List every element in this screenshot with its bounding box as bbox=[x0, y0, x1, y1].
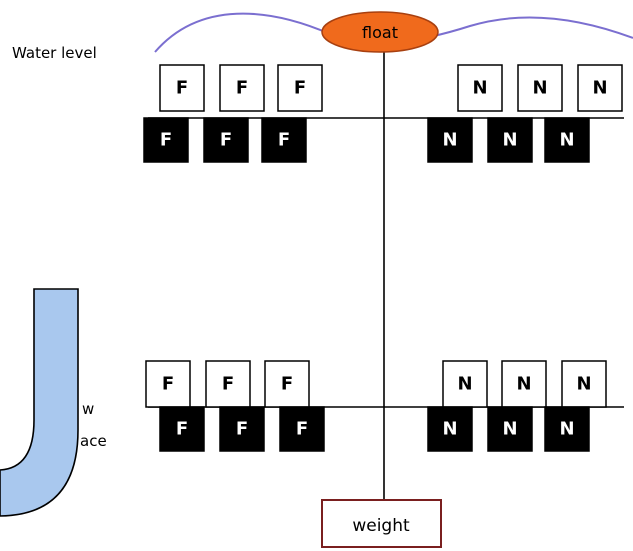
upper-right-top-letter: N bbox=[592, 78, 607, 99]
partial-label-2: ace bbox=[80, 432, 107, 450]
lower-right-bottom-letter: N bbox=[442, 419, 457, 440]
upper-right-top-box bbox=[517, 64, 563, 112]
upper-left-bottom-box bbox=[203, 117, 249, 163]
lower-left-top-letter: F bbox=[281, 374, 293, 395]
lower-right-top-letter: N bbox=[457, 374, 472, 395]
lower-right-bottom-box bbox=[487, 406, 533, 452]
lower-left-bottom-letter: F bbox=[176, 419, 188, 440]
upper-right-bottom-letter: N bbox=[559, 130, 574, 151]
upper-right-bottom-box bbox=[487, 117, 533, 163]
upper-right-bottom-letter: N bbox=[442, 130, 457, 151]
upper-right-top-box bbox=[577, 64, 623, 112]
upper-left-top-box bbox=[219, 64, 265, 112]
lower-right-top-box bbox=[442, 360, 488, 408]
upper-left-top-letter: F bbox=[236, 78, 248, 99]
weight-label: weight bbox=[352, 516, 410, 536]
upper-left-top-box bbox=[159, 64, 205, 112]
lower-right-top-box bbox=[561, 360, 607, 408]
upper-left-bottom-letter: F bbox=[278, 130, 290, 151]
lower-left-bottom-letter: F bbox=[236, 419, 248, 440]
upper-right-bottom-box bbox=[544, 117, 590, 163]
lower-left-top-box bbox=[205, 360, 251, 408]
tube-shape bbox=[0, 288, 79, 517]
weight-box bbox=[321, 499, 442, 548]
float-shape bbox=[321, 11, 439, 53]
lower-left-top-box bbox=[264, 360, 310, 408]
lower-right-bottom-letter: N bbox=[502, 419, 517, 440]
lower-left-bottom-letter: F bbox=[296, 419, 308, 440]
upper-right-top-letter: N bbox=[532, 78, 547, 99]
upper-left-bottom-box bbox=[143, 117, 189, 163]
lower-left-bottom-box bbox=[279, 406, 325, 452]
lower-right-top-letter: N bbox=[516, 374, 531, 395]
upper-right-bottom-box bbox=[427, 117, 473, 163]
magnet-boxes: F F F N N N F F F N N N F F F N N N F F F N N N bbox=[143, 64, 623, 452]
lower-left-top-letter: F bbox=[162, 374, 174, 395]
lower-right-top-box bbox=[501, 360, 547, 408]
upper-left-bottom-letter: F bbox=[220, 130, 232, 151]
float-label: float bbox=[362, 23, 398, 42]
lower-right-bottom-letter: N bbox=[559, 419, 574, 440]
upper-right-bottom-letter: N bbox=[502, 130, 517, 151]
upper-left-bottom-letter: F bbox=[160, 130, 172, 151]
upper-left-top-letter: F bbox=[294, 78, 306, 99]
upper-right-top-letter: N bbox=[472, 78, 487, 99]
lower-right-bottom-box bbox=[427, 406, 473, 452]
partial-label-1: w bbox=[82, 400, 94, 418]
lower-right-bottom-box bbox=[544, 406, 590, 452]
lower-left-top-letter: F bbox=[222, 374, 234, 395]
upper-right-top-box bbox=[457, 64, 503, 112]
upper-left-top-letter: F bbox=[176, 78, 188, 99]
upper-left-bottom-box bbox=[261, 117, 307, 163]
water-level-label: Water level bbox=[12, 44, 97, 62]
upper-left-top-box bbox=[277, 64, 323, 112]
lower-right-top-letter: N bbox=[576, 374, 591, 395]
lower-left-bottom-box bbox=[219, 406, 265, 452]
lower-left-bottom-box bbox=[159, 406, 205, 452]
